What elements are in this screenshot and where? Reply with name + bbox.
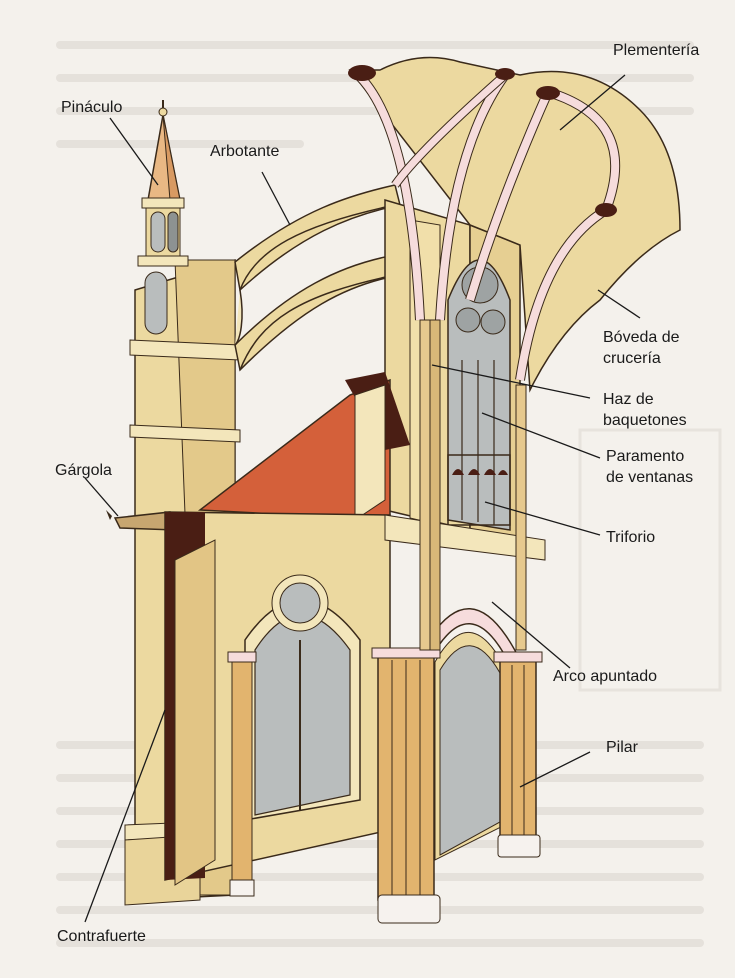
aisle-roof	[197, 372, 410, 521]
label-plementeria: Plementería	[613, 42, 700, 59]
label-haz-line1: Haz de	[603, 391, 654, 408]
rib-vault	[348, 56, 681, 393]
label-boveda-line1: Bóveda de	[603, 329, 680, 346]
label-arbotante: Arbotante	[210, 143, 280, 160]
label-boveda-line2: crucería	[603, 350, 661, 367]
leader-haz	[431, 364, 591, 399]
pinnacle	[137, 100, 189, 267]
leader-contrafuerte	[84, 709, 166, 923]
label-paramento-line2: de ventanas	[606, 469, 694, 486]
leader-boveda	[597, 289, 641, 319]
leader-arbotante	[261, 171, 291, 226]
label-haz: Haz de baquetones	[603, 389, 687, 431]
label-triforio: Triforio	[606, 529, 656, 546]
label-arco: Arco apuntado	[553, 668, 658, 685]
pillars	[227, 319, 543, 924]
label-haz-line2: baquetones	[603, 412, 687, 429]
aisle-wall	[164, 511, 546, 886]
leader-paramento	[481, 412, 601, 459]
label-gargola: Gárgola	[55, 462, 112, 479]
label-boveda: Bóveda de crucería	[603, 327, 680, 369]
flying-buttresses	[234, 184, 401, 372]
leader-pilar	[519, 751, 591, 788]
leader-lines	[84, 74, 641, 923]
leader-plementeria	[559, 74, 626, 131]
label-paramento-line1: Paramento	[606, 448, 685, 465]
leader-triforio	[484, 501, 601, 536]
label-pilar: Pilar	[606, 739, 639, 756]
label-contrafuerte: Contrafuerte	[57, 928, 146, 945]
clerestory-window	[447, 259, 511, 531]
leader-pinaculo	[109, 117, 159, 186]
leader-gargola	[84, 477, 119, 517]
label-pinaculo: Pináculo	[61, 99, 123, 116]
label-paramento: Paramento de ventanas	[606, 446, 693, 488]
leader-arco	[491, 601, 571, 669]
